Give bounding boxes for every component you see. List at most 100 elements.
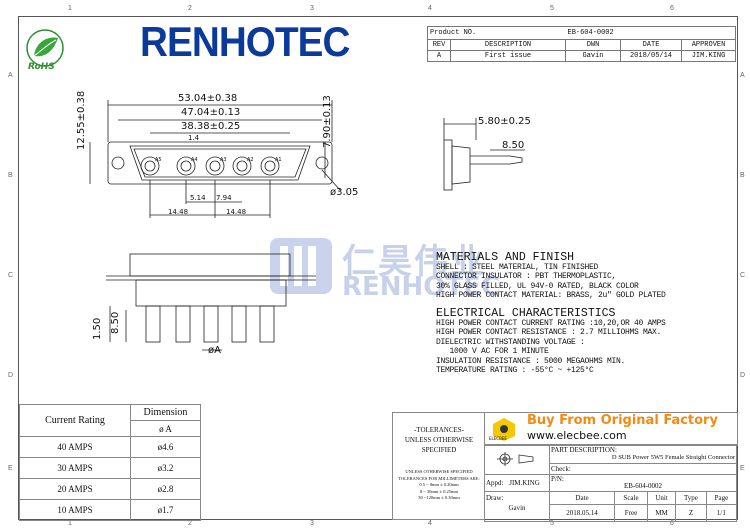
rating-dim: ø1.7: [130, 499, 201, 521]
zone-row-d-r: D: [740, 372, 746, 379]
zone-row-a: A: [8, 72, 13, 79]
rating-dim: ø3.2: [130, 457, 201, 479]
elecbee-logo-text: ELECBEE: [489, 436, 507, 441]
contact-a3: [205, 156, 225, 176]
elecbee-url: www.elecbee.com: [527, 429, 627, 442]
zone-col-6: 6: [670, 5, 674, 12]
watermark-en: RENHOTEC: [342, 272, 500, 302]
approven-value: JIM.KING: [681, 50, 736, 62]
elecbee-banner: ELECBEE Buy From Original Factory www.el…: [484, 412, 738, 446]
dim-overall-width: 53.04±0.38: [178, 93, 238, 104]
hdr-date-b: Date: [549, 491, 615, 505]
elevation-drawing: [106, 253, 316, 351]
materials-line-3: 30% GLASS FILLED, UL 94V-0 RATED, BLACK …: [436, 281, 639, 291]
part-desc-label: PART DESCRIPTION:: [551, 446, 617, 454]
materials-heading: MATERIALS AND FINISH: [436, 251, 575, 264]
rating-dim: ø2.8: [130, 478, 201, 500]
zone-row-c-r: C: [740, 272, 746, 279]
electrical-line-3: DIELECTRIC WITHSTANDING VOLTAGE :: [436, 337, 585, 347]
elecbee-bee-icon: [493, 418, 515, 441]
zone-col-4: 4: [428, 5, 432, 12]
connector-flange: [107, 141, 333, 185]
elecbee-buy-text: Buy From Original Factory: [527, 413, 718, 428]
dim-half-right: 14.48: [226, 208, 247, 216]
dim-contact-pitch: 5.14: [190, 194, 206, 202]
rohs-leaf-icon: [26, 29, 64, 67]
tol-t3: 30 ~120mm ± 0.30mm: [418, 495, 460, 500]
val-unit: MM: [647, 504, 677, 522]
pin-2: [175, 305, 191, 343]
pn-value: EB-604-0002: [623, 482, 663, 490]
materials-section: MATERIALS AND FINISH SHELL : STEEL MATER…: [436, 251, 736, 301]
elevation-shell: [129, 253, 291, 277]
dim-contact-pitch-2: 7.94: [216, 194, 232, 202]
materials-line-4: HIGH POWER CONTACT MATERIAL: BRASS, 2u" …: [436, 291, 666, 300]
pn-label: P/N:: [551, 475, 564, 483]
draw-label: Draw:: [486, 494, 504, 502]
zone-row-c: C: [8, 272, 14, 279]
description-value: First issue: [450, 50, 566, 62]
tol-t2: 8 ~ 30mm ± 0.25mm: [419, 488, 459, 494]
electrical-heading: ELECTRICAL CHARACTERISTICS: [436, 307, 616, 320]
product-no-label: Product NO.: [427, 26, 566, 40]
tolerance-block: -TOLERANCES- UNLESS OTHERWISE SPECIFIED …: [392, 412, 485, 520]
materials-line-2: CONNECTOR INSULATOR : PBT THERMOPLASTIC,: [436, 272, 617, 281]
dim-mount-pitch: 47.04±0.13: [181, 107, 241, 118]
hdr-scale: Scale: [613, 491, 649, 505]
zone-row-b: B: [8, 172, 13, 179]
label-a4: A4: [191, 157, 198, 163]
dim-front-tail: 1.50: [92, 317, 103, 340]
electrical-section: ELECTRICAL CHARACTERISTICS HIGH POWER CO…: [436, 307, 736, 376]
side-flange: [443, 139, 453, 191]
contact-a1: [260, 156, 280, 176]
pin-1: [145, 305, 161, 343]
contact-a4: [176, 156, 196, 176]
zone-col-5: 5: [550, 5, 554, 12]
dim-side-pin: 8.50: [502, 140, 525, 151]
hdr-page: Page: [705, 491, 738, 505]
mount-hole-right: [315, 156, 329, 170]
val-date: 2018.05.14: [549, 504, 615, 522]
dim-pin-dia: 1.4: [188, 134, 200, 142]
title-block: Product NO. EB-604-0002 REV DESCRIPTION …: [427, 26, 736, 62]
side-shell: [451, 145, 471, 185]
rating-current: 30 AMPS: [19, 457, 131, 479]
mount-hole-left: [111, 156, 125, 170]
tol-line2: SPECIFIED: [421, 446, 457, 454]
zone-col-6-b: 6: [670, 520, 674, 527]
hdr-description: DESCRIPTION: [450, 39, 566, 51]
val-page: 1/1: [705, 504, 738, 522]
hdr-type: Type: [675, 491, 707, 505]
zone-row-a-r: A: [740, 72, 745, 79]
draw-name: Gavin: [508, 504, 526, 512]
side-view-drawing: [443, 118, 525, 191]
rohs-logo: RoHS: [22, 28, 68, 74]
hdr-date: DATE: [620, 39, 682, 51]
dim-phi-a: øA: [208, 345, 221, 356]
projection-symbol: [484, 444, 550, 475]
rating-col-current: Current Rating: [19, 404, 131, 437]
drawing-frame: [18, 16, 738, 520]
val-scale: Free: [613, 504, 649, 522]
hdr-rev: REV: [427, 39, 451, 51]
watermark-cn: 仁昊伟业: [342, 242, 486, 282]
rev-value: A: [427, 50, 451, 62]
zone-col-1-b: 1: [68, 520, 72, 527]
part-desc: D SUB Power 5W5 Female Straight Connecto…: [611, 454, 735, 461]
dwn-value: Gavin: [565, 50, 621, 62]
tol-title: -TOLERANCES-: [413, 426, 465, 434]
label-a1: A1: [275, 157, 282, 163]
electrical-line-5: INSULATION RESISTANCE : 5000 MEGAOHMS MI…: [436, 356, 626, 366]
appd-label: Appd:: [486, 479, 504, 487]
materials-line-1: SHELL : STEEL MATERIAL, TIN FINISHED: [436, 262, 599, 272]
label-a5: A5: [155, 157, 162, 163]
electrical-line-6: TEMPERATURE RATING : -55°C ~ +125°C: [436, 366, 594, 375]
zone-row-d: D: [8, 372, 14, 379]
dim-front-pin: 8.50: [110, 311, 121, 334]
connector-shell: [129, 145, 311, 181]
contact-a5: [140, 156, 160, 176]
zone-col-1: 1: [68, 5, 72, 12]
